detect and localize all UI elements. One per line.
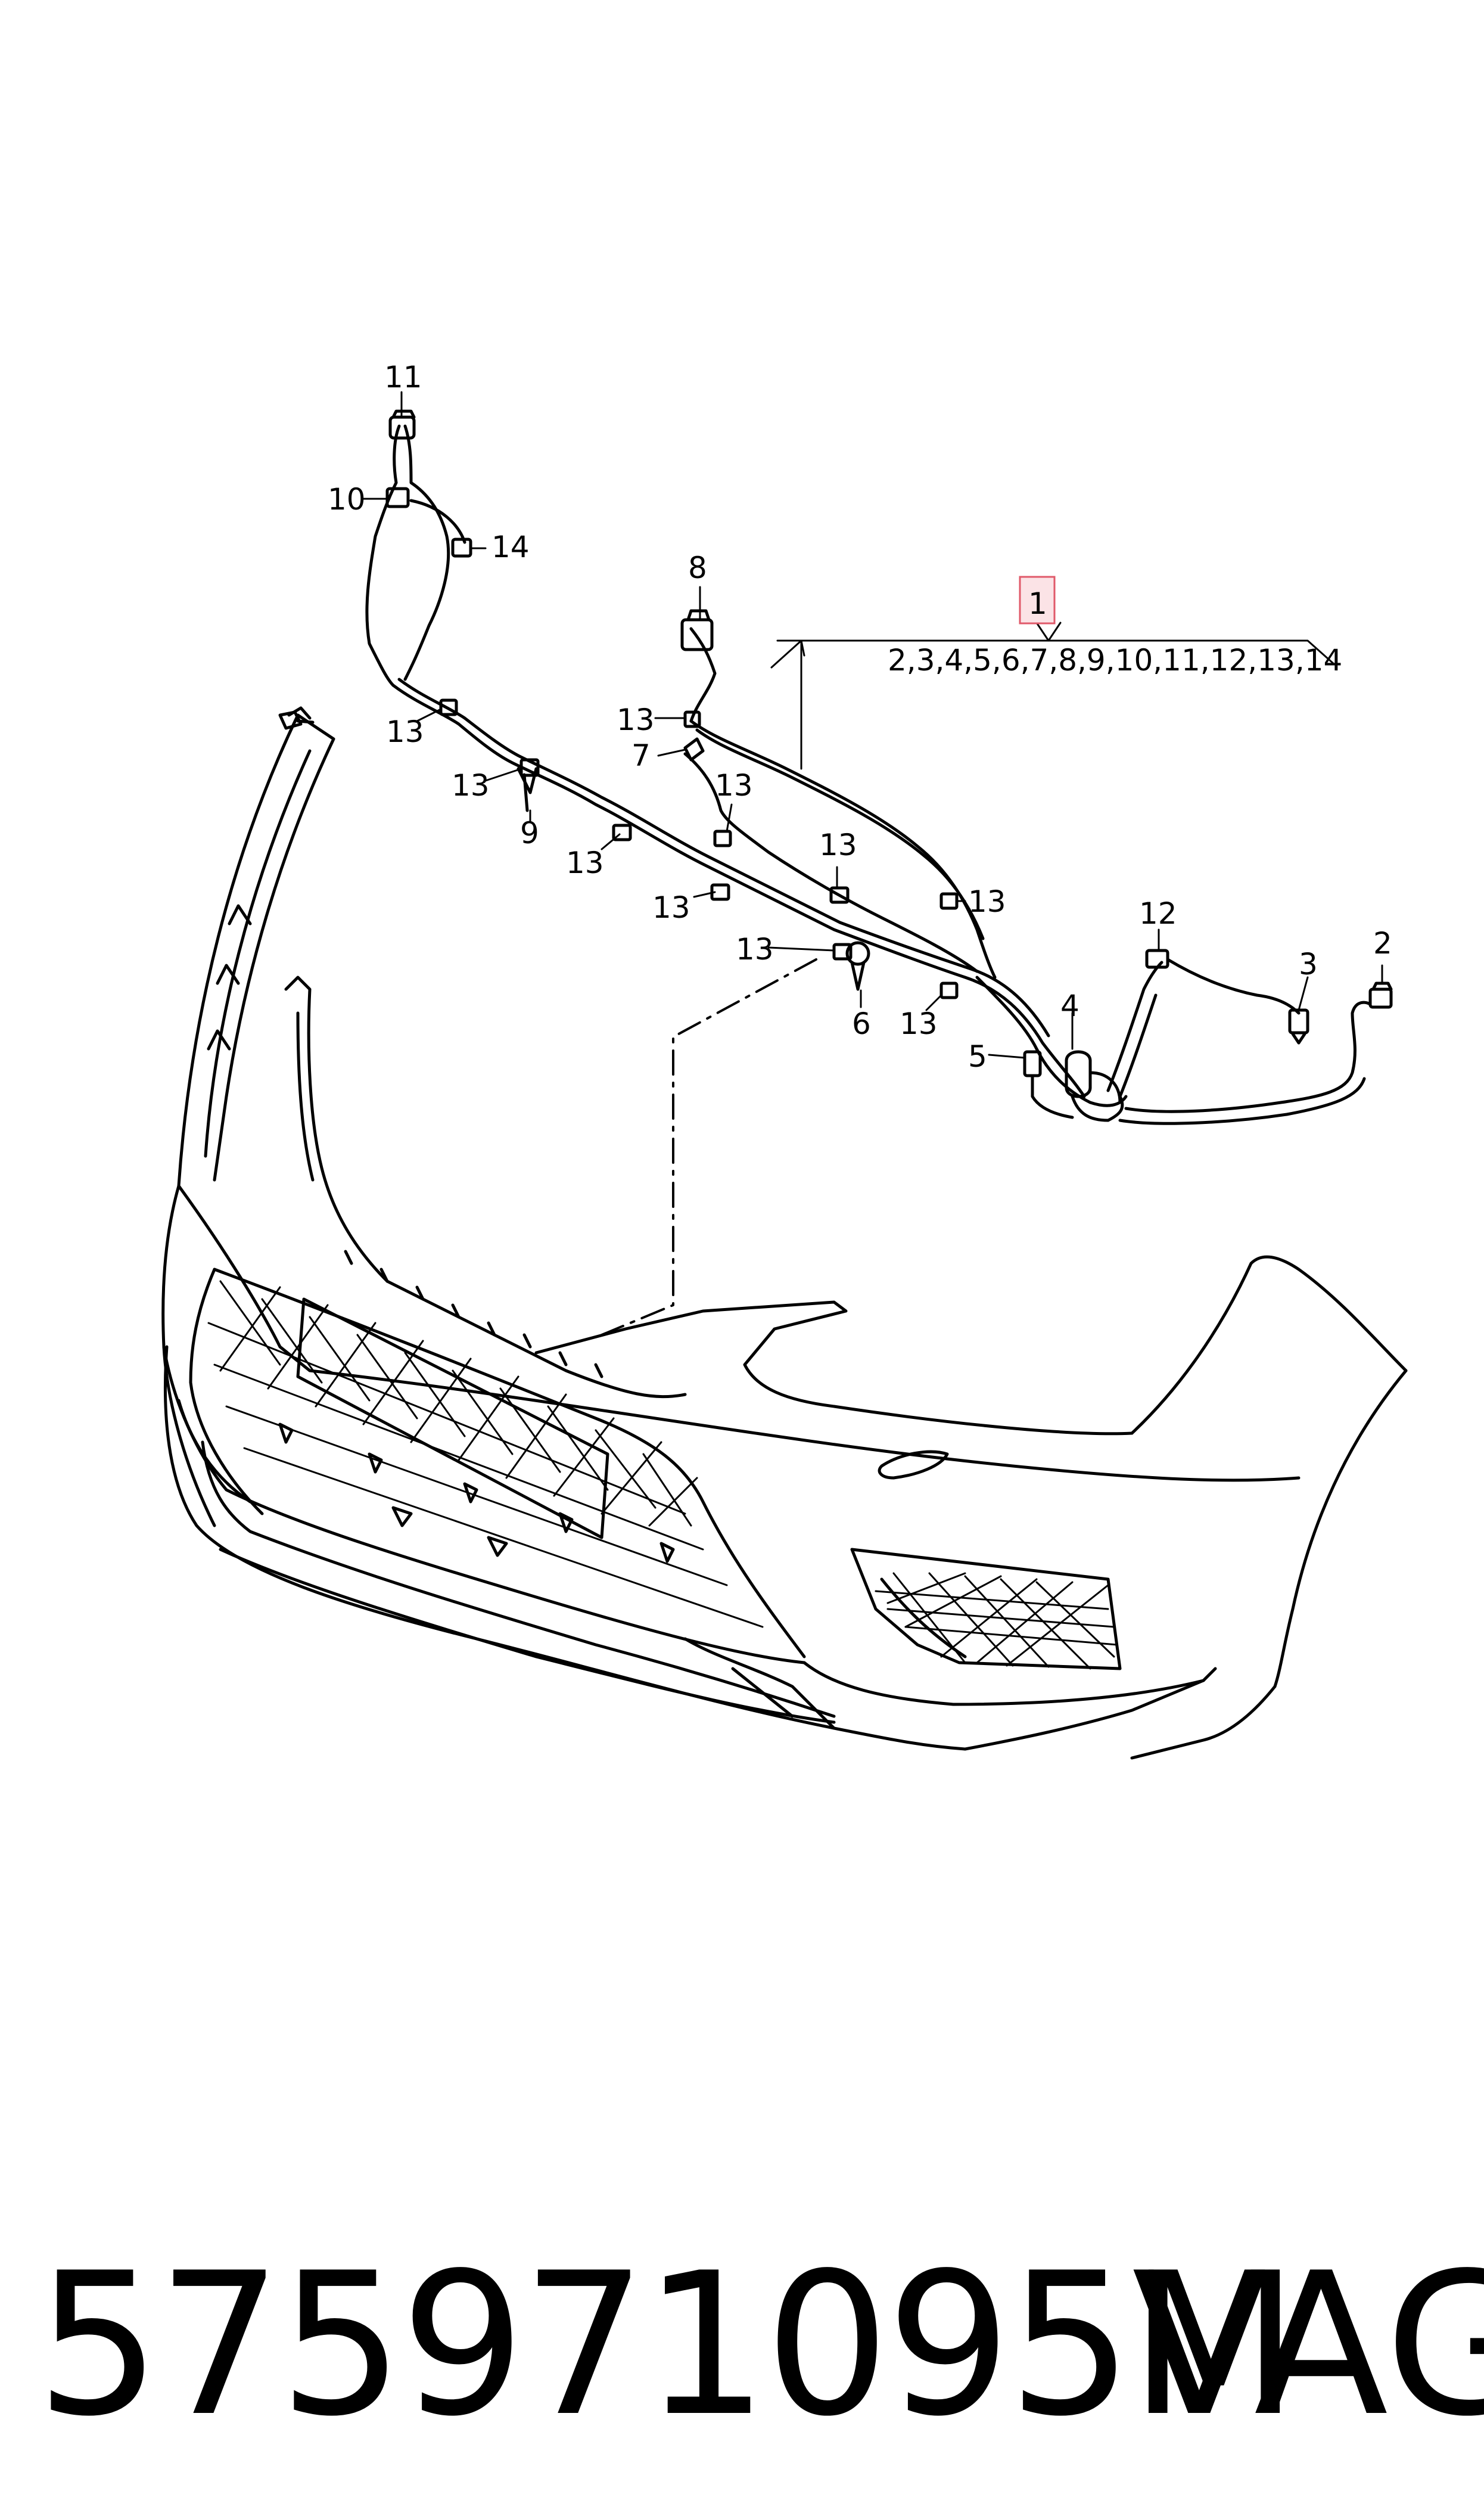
callout-2: 2 xyxy=(1373,926,1392,961)
callout-13-b: 13 xyxy=(452,768,490,803)
callout-13-a: 13 xyxy=(386,715,424,749)
callout-4: 4 xyxy=(1060,989,1079,1023)
callout-1-sublist: 2,3,4,5,6,7,8,9,10,11,12,13,14 xyxy=(888,643,1342,678)
callout-6: 6 xyxy=(852,1007,871,1041)
callout-3: 3 xyxy=(1299,947,1318,981)
callout-13-e: 13 xyxy=(736,932,774,967)
callout-14: 14 xyxy=(491,530,530,564)
callout-1: 1 xyxy=(1028,586,1047,621)
callout-13-i: 13 xyxy=(819,828,857,862)
callout-5: 5 xyxy=(968,1039,987,1074)
callout-13-j: 13 xyxy=(968,884,1006,919)
callout-11: 11 xyxy=(384,360,422,395)
callout-13-c: 13 xyxy=(566,846,604,880)
wiring-harness-drawing xyxy=(365,409,1393,1125)
callout-10: 10 xyxy=(328,482,366,517)
callout-8: 8 xyxy=(688,551,707,585)
callout-9: 9 xyxy=(520,816,539,850)
callout-labels: 1 2,3,4,5,6,7,8,9,10,11,12,13,14 2 3 4 5… xyxy=(328,360,1392,1074)
callout-1-highlight-box xyxy=(1019,576,1056,625)
callout-13-f: 13 xyxy=(900,1007,938,1041)
callout-12: 12 xyxy=(1139,896,1177,931)
callout-13-d: 13 xyxy=(652,890,690,925)
callout-leader-lines xyxy=(362,391,1383,1059)
callout-13-h: 13 xyxy=(715,768,753,803)
brand-label: VAG xyxy=(1132,2231,1484,2459)
callout-7: 7 xyxy=(631,738,651,773)
front-bumper-drawing xyxy=(161,706,1408,1760)
part-number: 575971095M xyxy=(36,2231,1299,2459)
callout-13-g: 13 xyxy=(617,703,655,737)
